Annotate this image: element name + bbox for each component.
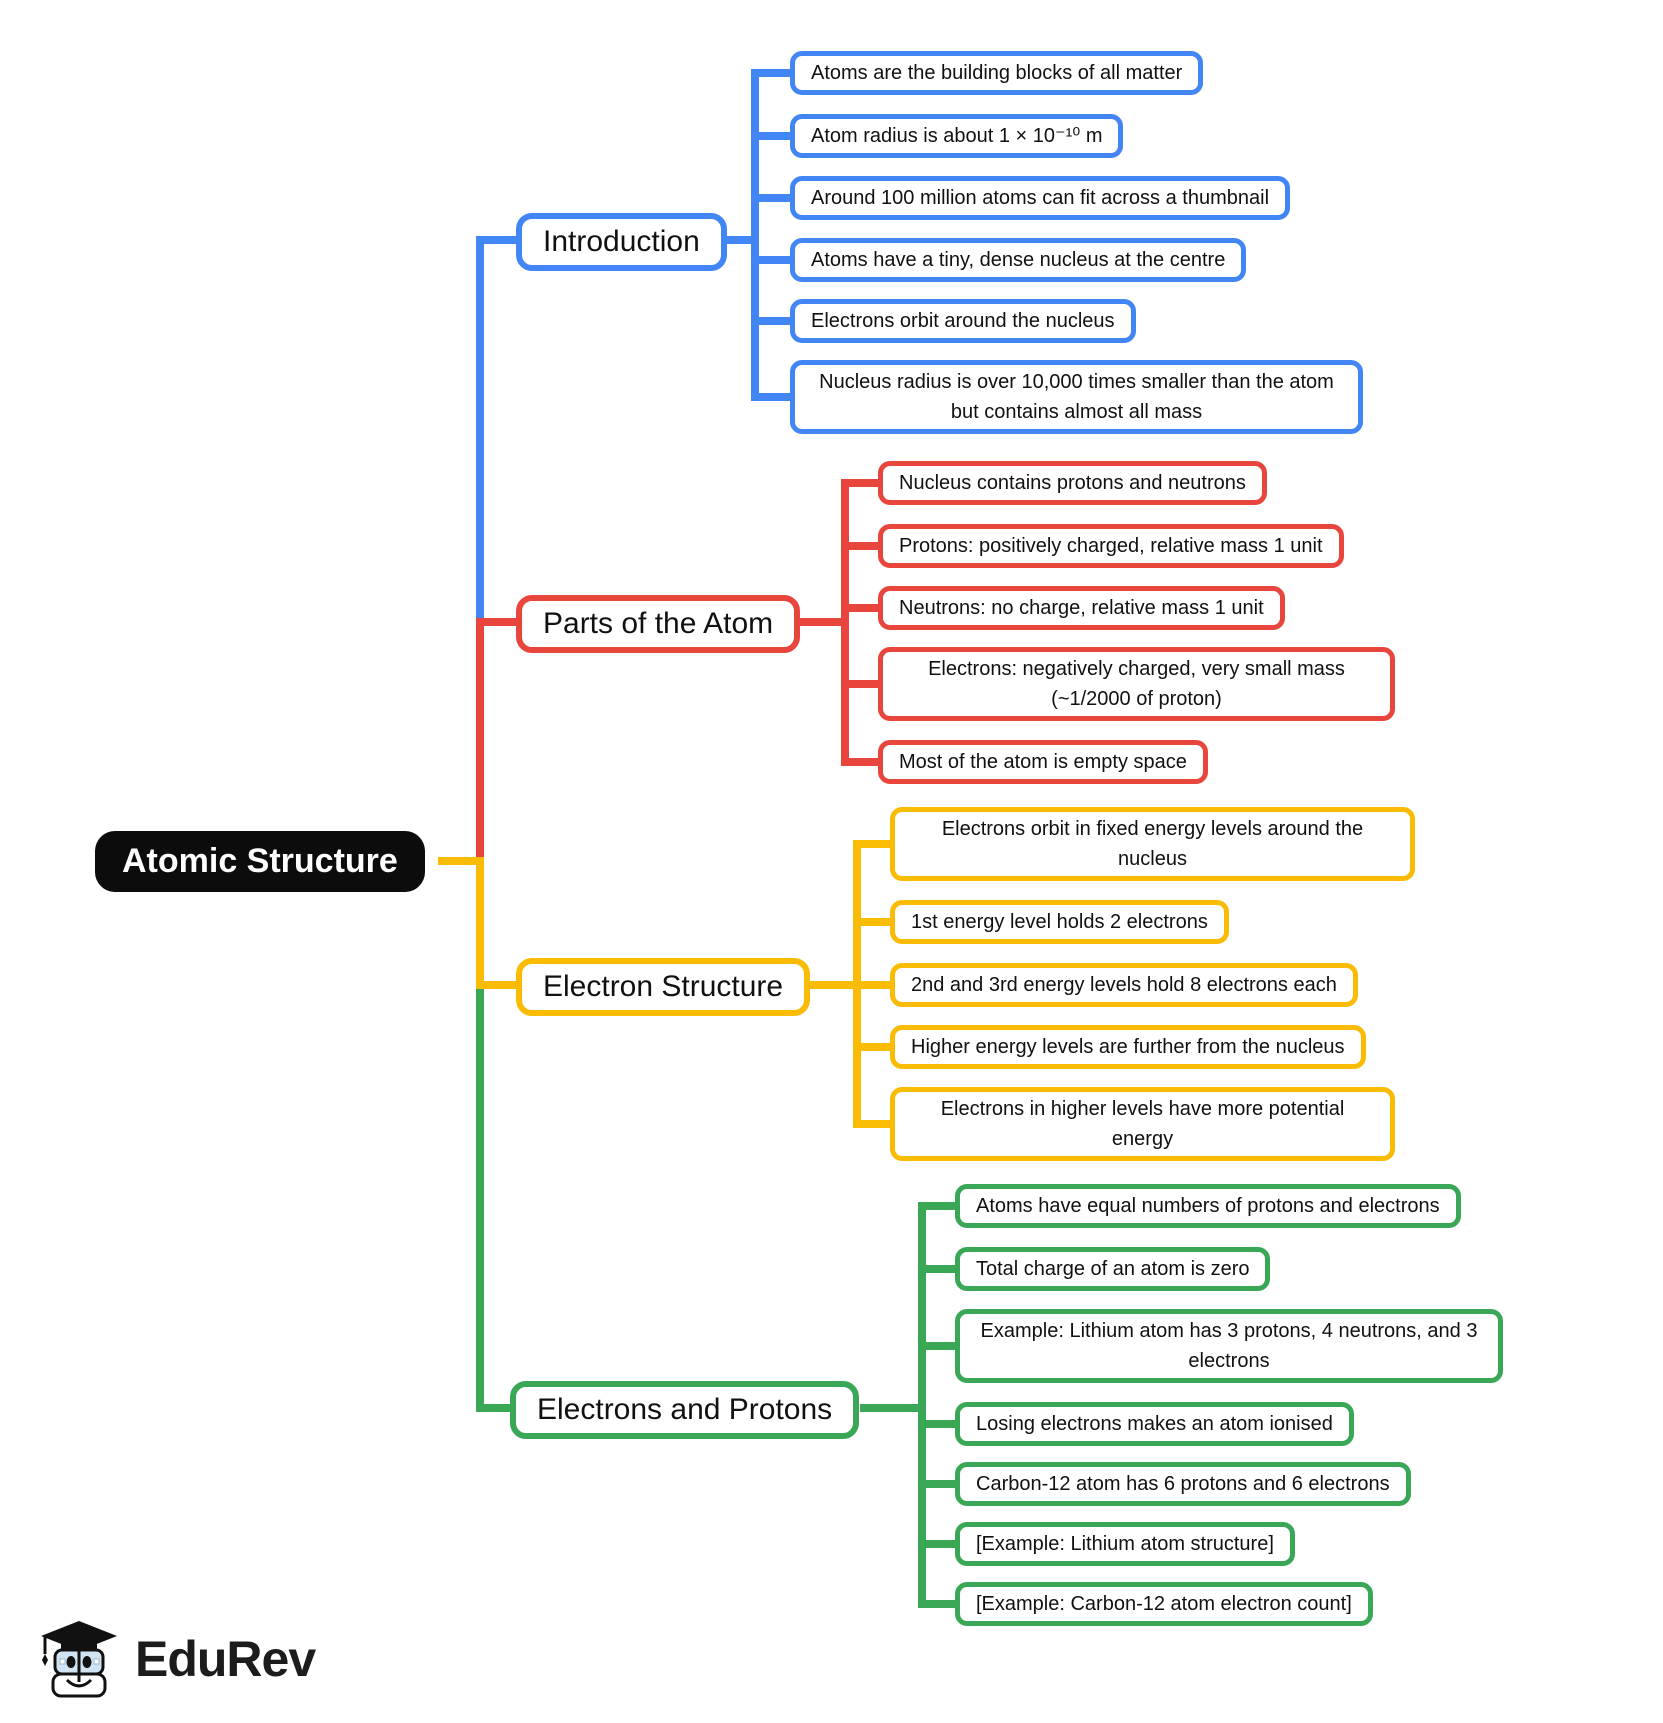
connector-yellow-leaf-stub <box>857 918 900 926</box>
connector-red-leaf-stub <box>845 542 888 550</box>
connector-yellow-leaf-stub <box>857 840 900 848</box>
leaf-node: Atoms have equal numbers of protons and … <box>955 1184 1461 1228</box>
connector-main-yellow <box>476 857 484 989</box>
connector-blue-leaf-stub <box>755 256 800 264</box>
leaf-node: Carbon-12 atom has 6 protons and 6 elect… <box>955 1462 1411 1506</box>
connector-green-leaf-stub <box>922 1202 965 1210</box>
leaf-node: Electrons in higher levels have more pot… <box>890 1087 1395 1161</box>
leaf-node: 2nd and 3rd energy levels hold 8 electro… <box>890 963 1358 1007</box>
connector-branch-stub-blue <box>476 236 546 244</box>
leaf-node: Nucleus contains protons and neutrons <box>878 461 1267 505</box>
connector-main-red <box>476 618 484 857</box>
leaf-node: Electrons: negatively charged, very smal… <box>878 647 1395 721</box>
connector-yellow-leaf-stub <box>857 1043 900 1051</box>
leaf-node: Example: Lithium atom has 3 protons, 4 n… <box>955 1309 1503 1383</box>
connector-blue-leaf-stub <box>755 393 800 401</box>
leaf-node: Atom radius is about 1 × 10⁻¹⁰ m <box>790 114 1124 158</box>
connector-green-out <box>860 1404 926 1412</box>
connector-blue-out <box>700 236 759 244</box>
connector-green-leaf-stub <box>922 1600 965 1608</box>
connector-red-leaf-stub <box>845 680 888 688</box>
connector-yellow-out <box>805 981 861 989</box>
connector-green-leaf-stub <box>922 1342 965 1350</box>
connector-branch-stub-green <box>476 1404 540 1412</box>
connector-blue-trunk <box>751 69 759 401</box>
branch-node-electrons-and-protons: Electrons and Protons <box>510 1381 860 1439</box>
connector-green-leaf-stub <box>922 1540 965 1548</box>
leaf-node: Most of the atom is empty space <box>878 740 1208 784</box>
branch-node-parts-of-the-atom: Parts of the Atom <box>516 595 801 653</box>
leaf-node: Electrons orbit in fixed energy levels a… <box>890 807 1415 881</box>
connector-blue-leaf-stub <box>755 194 800 202</box>
connector-center-stub <box>438 857 484 865</box>
leaf-node: Protons: positively charged, relative ma… <box>878 524 1344 568</box>
connector-green-leaf-stub <box>922 1480 965 1488</box>
connector-branch-stub-yellow <box>476 981 546 989</box>
branch-node-introduction: Introduction <box>516 213 727 271</box>
connector-red-leaf-stub <box>845 758 888 766</box>
connector-blue-leaf-stub <box>755 132 800 140</box>
edurev-logo: EduRev <box>35 1612 316 1705</box>
connector-green-leaf-stub <box>922 1265 965 1273</box>
connector-blue-leaf-stub <box>755 317 800 325</box>
connector-branch-stub-red <box>476 618 546 626</box>
leaf-node: Losing electrons makes an atom ionised <box>955 1402 1354 1446</box>
leaf-node: Atoms have a tiny, dense nucleus at the … <box>790 238 1247 282</box>
leaf-node: Total charge of an atom is zero <box>955 1247 1271 1291</box>
root-node-atomic-structure: Atomic Structure <box>95 831 425 892</box>
leaf-node: Nucleus radius is over 10,000 times smal… <box>790 360 1363 434</box>
leaf-node: Electrons orbit around the nucleus <box>790 299 1136 343</box>
leaf-node: Higher energy levels are further from th… <box>890 1025 1366 1069</box>
leaf-node: Around 100 million atoms can fit across … <box>790 176 1291 220</box>
connector-yellow-leaf-stub <box>857 981 900 989</box>
edurev-mascot-icon <box>35 1612 123 1705</box>
connector-main-blue <box>476 236 484 618</box>
leaf-node: Atoms are the building blocks of all mat… <box>790 51 1204 95</box>
connector-blue-leaf-stub <box>755 69 800 77</box>
connector-red-leaf-stub <box>845 604 888 612</box>
edurev-logo-text: EduRev <box>135 1630 316 1687</box>
connector-green-leaf-stub <box>922 1420 965 1428</box>
leaf-node: 1st energy level holds 2 electrons <box>890 900 1229 944</box>
connector-red-leaf-stub <box>845 479 888 487</box>
connector-red-trunk <box>841 479 849 766</box>
leaf-node: Neutrons: no charge, relative mass 1 uni… <box>878 586 1285 630</box>
connector-main-green <box>476 989 484 1412</box>
connector-red-out <box>790 618 849 626</box>
leaf-node: [Example: Lithium atom structure] <box>955 1522 1295 1566</box>
branch-node-electron-structure: Electron Structure <box>516 958 811 1016</box>
leaf-node: [Example: Carbon-12 atom electron count] <box>955 1582 1373 1626</box>
connector-green-trunk <box>918 1202 926 1608</box>
connector-yellow-leaf-stub <box>857 1120 900 1128</box>
